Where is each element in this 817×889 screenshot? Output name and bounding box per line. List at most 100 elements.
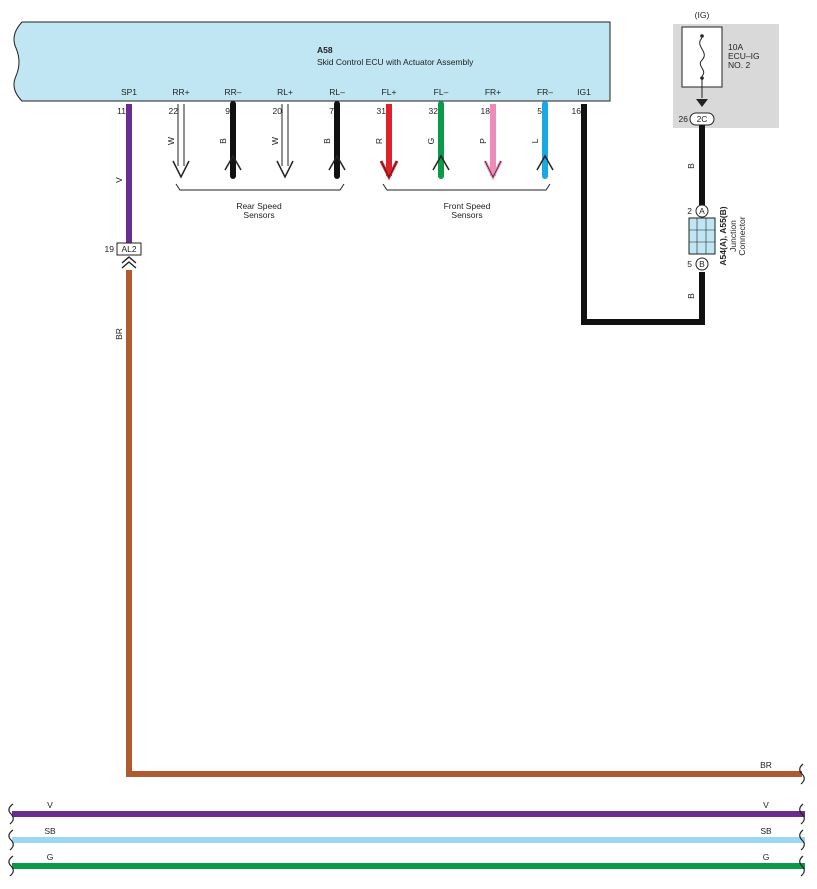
ig-circuit: B B [581,104,705,325]
sensor-wire-7: P [478,104,503,181]
fuse-arrow-icon [696,99,708,107]
break-left-icon [8,803,14,825]
sensor-wire-label-2: B [218,138,228,144]
junction-bottom-pin: 5 [687,259,692,269]
ig1-wire [581,104,705,325]
arrow-outline [380,160,398,178]
ecu-pin-group: SP1 11 RR+ 22 RR– 9 RL+ 20 RL– 7 FL+ 31 FL– 32 FR+ 18 FR… [117,87,591,116]
pin-number-1: 22 [169,106,179,116]
pin-number-2: 9 [225,106,230,116]
bus-label-left: G [47,852,54,862]
fuse-terminal-top [700,34,704,38]
ecu-box [13,21,611,102]
sensor-wire-6: G [426,101,450,179]
junction-terminal-b [695,257,709,271]
rear-sensor-bracket [175,183,345,191]
sensor-wire-label-5: R [374,138,384,144]
arrow-outline [484,160,502,178]
br-wire [126,270,802,777]
ecu-block: A58 Skid Control ECU with Actuator Assem… [13,21,611,116]
pin-name-1: RR+ [172,87,189,97]
sensor-wire-label-4: B [322,138,332,144]
ecu-name: Skid Control ECU with Actuator Assembly [317,57,474,67]
sensor-wire-3: W [270,104,294,179]
fuse-header: (IG) [695,10,710,20]
break-left-icon [8,829,14,851]
sensor-wire-2: B [218,101,242,179]
sp1-circuit: V AL2 19 BR [105,104,802,777]
arrow-up-icon [224,154,242,171]
connector-al2-pin: 19 [105,244,115,254]
connector-2c-pin: 26 [679,114,689,124]
pin-number-3: 20 [273,106,283,116]
bus-label-right: SB [760,826,772,836]
sensor-wire-label-6: G [426,138,436,145]
pin-number-8: 5 [537,106,542,116]
arrow-up-icon [328,154,346,171]
sensor-wire-label-1: W [166,137,176,145]
pin-name-4: RL– [329,87,345,97]
junction-code: A54(A), A55(B) [718,206,728,265]
chevron-up-icon [121,256,137,269]
pin-number-7: 18 [481,106,491,116]
junction-wire-label: B [686,293,696,299]
pin-number-6: 32 [429,106,439,116]
connector-al2-label: AL2 [121,244,136,254]
arrow-up-icon [536,154,554,171]
ecu-code: A58 [317,45,333,55]
sp1-wire-label: V [114,177,124,183]
pin-number-0: 11 [117,106,126,116]
junction-connector: A 2 B 5 A54(A), A55(B) JunctionConnector [687,204,747,271]
bus-label-right: G [763,852,770,862]
pin-name-6: FL– [434,87,449,97]
pin-number-5: 31 [377,106,387,116]
front-sensor-bracket [382,183,551,191]
break-right-icon [799,763,805,785]
junction-terminal-b-letter: B [699,259,705,269]
junction-terminal-a-letter: A [699,206,705,216]
sensor-wire-8: L [530,101,554,179]
sensor-wire-label-7: P [478,138,488,144]
connector-al2 [116,242,142,256]
connector-2c-label: 2C [697,114,708,124]
bus-line-sb: SB SB [8,826,805,851]
pin-name-7: FR+ [485,87,501,97]
pin-number-9: 16 [572,106,582,116]
bus-line-br: BR [760,760,805,785]
sensor-wire-label-3: W [270,137,280,145]
sensor-wire-4: B [322,101,346,179]
pin-name-2: RR– [224,87,241,97]
break-right-icon [799,855,805,877]
sensor-wire-label-8: L [530,138,540,143]
break-right-icon [799,829,805,851]
pin-name-8: FR– [537,87,553,97]
break-left-icon [8,855,14,877]
fuse-wire-label: B [686,163,696,169]
sensor-wire-1: W [166,104,190,179]
arrow-down-icon [172,160,190,179]
bus-label-left: V [47,800,53,810]
br-wire-label: BR [114,328,124,340]
pin-name-0: SP1 [121,87,137,97]
arrow-up-icon [432,154,450,171]
junction-name: JunctionConnector [728,216,747,255]
bus-label-right: BR [760,760,772,770]
arrow-down-icon [276,160,294,179]
sensor-wire-5: R [374,104,399,181]
break-right-icon [799,803,805,825]
bus-label-left: SB [44,826,56,836]
pin-name-3: RL+ [277,87,293,97]
junction-terminal-a [695,204,709,218]
junction-box [688,217,716,255]
fuse-icon [699,37,705,77]
pin-name-5: FL+ [382,87,397,97]
pin-number-4: 7 [329,106,334,116]
